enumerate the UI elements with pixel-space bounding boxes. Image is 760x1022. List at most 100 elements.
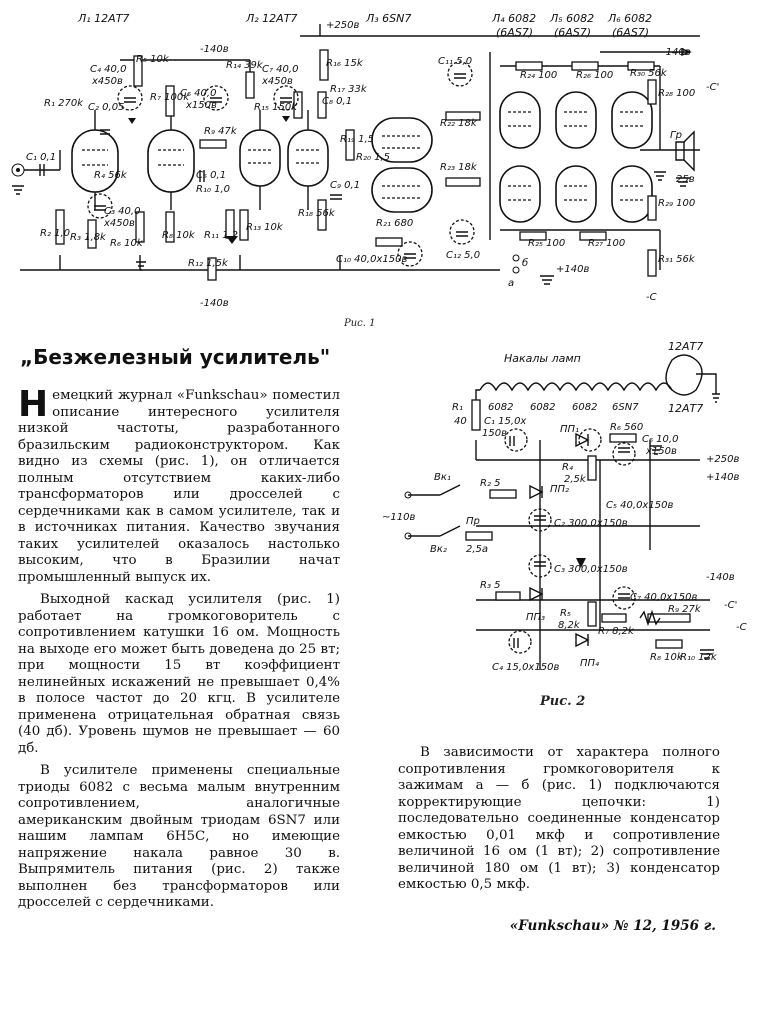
- component-label-r1: R₁: [452, 402, 463, 413]
- supply-minus-c: -C: [646, 292, 657, 303]
- component-label-r11: R₁₁ 1,2: [204, 230, 238, 241]
- tube-label-l6-alt: (6AS7): [612, 26, 649, 39]
- component-label-r8: R₈ 10k: [162, 230, 196, 241]
- paragraph-1-text: емецкий журнал «Funkschau» поместил опис…: [18, 388, 340, 585]
- component-label-c6b: x150в: [185, 100, 217, 111]
- paragraph-4: В зависимости от характера полного сопро…: [398, 745, 720, 892]
- component-label-c7: C₇ 40,0: [262, 64, 298, 75]
- figure-1-schematic: Л₁ 12АТ7 Л₂ 12АТ7 Л₃ 6SN7 Л₄ 6082 (6AS7)…: [11, 12, 719, 309]
- component-label-c1: C₁ 15,0x: [484, 416, 526, 427]
- tube-12at7-top: 12АТ7: [668, 340, 703, 353]
- figure-2-caption: Рис. 2: [540, 694, 586, 709]
- supply-plus250: +250в: [326, 20, 359, 31]
- component-label-c7b: x450в: [261, 76, 293, 87]
- component-label-r7: R₇ 100k: [150, 92, 190, 103]
- tube-label-l4-alt: (6AS7): [496, 26, 533, 39]
- component-label-r10: R₁₀ 12k: [680, 652, 718, 663]
- component-label-pp4: ПП₄: [580, 658, 599, 669]
- component-label-r1v: 40: [454, 416, 467, 427]
- component-label-r8: R₈ 10k: [650, 652, 684, 663]
- terminal-b: б: [522, 257, 528, 269]
- component-label-r4: R₄: [562, 462, 573, 473]
- component-label-c11: C₁₁ 5,0: [438, 56, 472, 67]
- component-label-c3: C₃ 40,0: [104, 206, 140, 217]
- switch-1-label: Вк₁: [434, 472, 451, 483]
- component-label-r3: R₃ 5: [480, 580, 501, 591]
- component-label-c10: C₁₀ 40,0x150в: [336, 254, 407, 265]
- component-label-r17: R₁₇ 33k: [330, 84, 368, 95]
- tube-label-l4: Л₄ 6082: [491, 12, 536, 25]
- component-label-c4: C₄ 40,0: [90, 64, 126, 75]
- paragraph-3: В усилителе применены специальные триоды…: [18, 763, 340, 910]
- component-label-c3b: x450в: [103, 218, 135, 229]
- heater-header: Накалы ламп: [504, 352, 581, 365]
- component-label-r7: R₇ 8,2k: [598, 626, 635, 637]
- component-label-r6: R₆ 560: [610, 422, 643, 433]
- component-label-pp1: ПП₁: [560, 424, 579, 435]
- component-label-r6: R₆ 10k: [110, 238, 144, 249]
- component-label-r16: R₁₆ 15k: [326, 58, 364, 69]
- supply-minus-c-prime: -C': [706, 82, 719, 93]
- component-label-r4v: 2,5k: [564, 474, 587, 485]
- switch-2-label: Вк₂: [430, 544, 447, 555]
- heater-6082-1: 6082: [488, 402, 513, 413]
- component-label-c8: C₈ 0,1: [322, 96, 352, 107]
- terminal-a: а: [508, 278, 514, 289]
- component-label-r13: R₁₃ 10k: [246, 222, 284, 233]
- component-label-r25: R₂₅ 100: [528, 238, 565, 249]
- figure-1-caption: Рис. 1: [344, 318, 376, 329]
- component-label-c6: C₆ 40,0: [180, 88, 216, 99]
- component-label-r2: R₂ 5: [480, 478, 501, 489]
- component-label-r4: R₄ 56k: [94, 170, 128, 181]
- component-label-r9: R₉ 27k: [668, 604, 702, 615]
- speaker-resistance: 25в: [676, 174, 695, 185]
- component-label-r1: R₁ 270k: [44, 98, 84, 109]
- component-label-pp2: ПП₂: [550, 484, 569, 495]
- component-label-r10: R₁₀ 1,0: [196, 184, 230, 195]
- component-label-c3: C₃ 300,0x150в: [554, 564, 628, 575]
- component-label-c7: C₇ 40,0x150в: [630, 592, 697, 603]
- component-label-c2: C₂ 0,05: [88, 102, 124, 113]
- component-label-c12: C₁₂ 5,0: [446, 250, 480, 261]
- component-label-c1: C₁ 0,1: [26, 152, 56, 163]
- article-column-right: В зависимости от характера полного сопро…: [398, 745, 720, 894]
- tube-12at7-bottom: 12АТ7: [668, 402, 703, 415]
- output-minus-c-prime: -C': [724, 600, 737, 611]
- tube-label-l1: Л₁ 12АТ7: [77, 12, 129, 25]
- paragraph-2: Выходной каскад усилителя (рис. 1) работ…: [18, 592, 340, 756]
- component-label-c4b: x450в: [91, 76, 123, 87]
- component-label-r31: R₃₁ 56k: [658, 254, 696, 265]
- supply-minus140-left: -140в: [200, 44, 229, 55]
- component-label-c5: C₅ 0,1: [196, 170, 226, 181]
- component-label-r22: R₂₂ 18k: [440, 118, 478, 129]
- component-label-r5: R₅: [560, 608, 571, 619]
- tube-label-l2: Л₂ 12АТ7: [245, 12, 297, 25]
- component-label-c6b: x150в: [645, 446, 677, 457]
- supply-minus140-right: -140в: [662, 47, 691, 58]
- component-label-c4: C₄ 15,0x150в: [492, 662, 559, 673]
- component-label-c6: C₆ 10,0: [642, 434, 678, 445]
- output-plus250: +250в: [706, 454, 739, 465]
- component-label-r29: R₂₉ 100: [658, 198, 695, 209]
- component-label-c5: C₅ 40,0x150в: [606, 500, 673, 511]
- tube-label-l5: Л₅ 6082: [549, 12, 594, 25]
- component-label-r21: R₂₁ 680: [376, 218, 413, 229]
- component-label-r5: R₅ 10k: [136, 54, 170, 65]
- supply-minus140-bottom: -140в: [200, 298, 229, 309]
- component-label-r30: R₃₀ 56k: [630, 68, 668, 79]
- component-label-r12: R₁₂ 1,5k: [188, 258, 229, 269]
- component-label-r24: R₂₄ 100: [520, 70, 557, 81]
- component-label-r15: R₁₅ 150k: [254, 102, 298, 113]
- output-minus140: -140в: [706, 572, 735, 583]
- component-label-r5v: 8,2k: [558, 620, 581, 631]
- fuse-label: Пр: [466, 516, 480, 527]
- figure-2-schematic: Накалы ламп 12АТ7 12АТ7 6082 6082 6082 6…: [382, 340, 747, 673]
- tube-label-l5-alt: (6AS7): [554, 26, 591, 39]
- speaker-label: Гр: [670, 130, 682, 141]
- output-plus140: +140в: [706, 472, 739, 483]
- mains-label: ~110в: [382, 512, 415, 523]
- component-label-r20: R₂₀ 1,5: [356, 152, 390, 163]
- component-label-r26: R₂₆ 100: [576, 70, 613, 81]
